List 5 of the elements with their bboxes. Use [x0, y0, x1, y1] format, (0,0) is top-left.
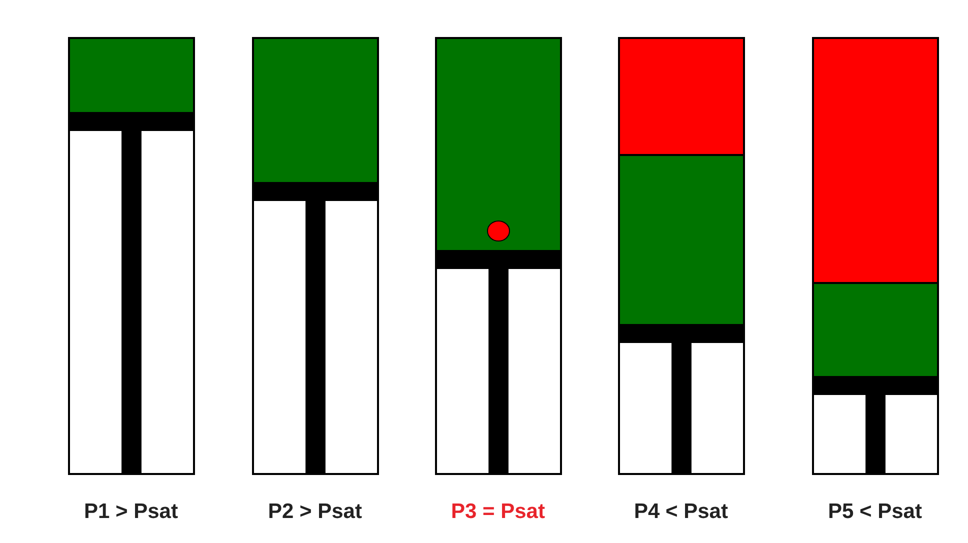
- pressure-label: P1 > Psat: [84, 500, 178, 524]
- pressure-label: P2 > Psat: [268, 500, 362, 524]
- pressure-label: P4 < Psat: [634, 500, 728, 524]
- pressure-label: P3 = Psat: [451, 500, 545, 524]
- pressure-label: P5 < Psat: [828, 500, 922, 524]
